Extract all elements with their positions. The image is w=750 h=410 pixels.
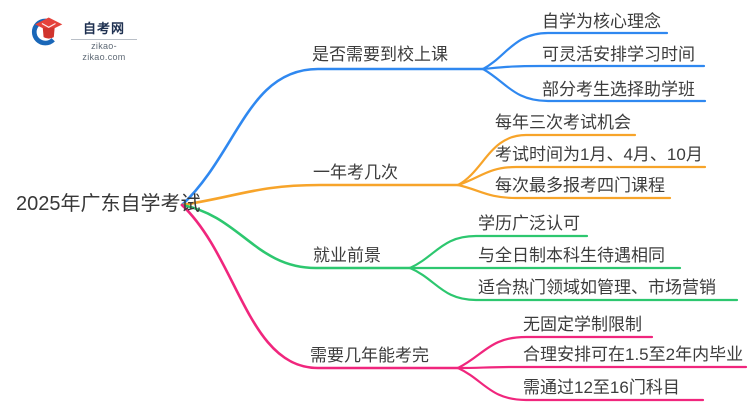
leaf-label: 无固定学制限制 (523, 315, 642, 334)
branch-label: 就业前景 (313, 246, 381, 265)
branch-line (180, 67, 485, 207)
logo-domain-url: zikao-zikao.com (82, 41, 126, 62)
branch-lines-school-attendance (180, 31, 707, 207)
leaf-label: 自学为核心理念 (542, 12, 661, 31)
leaf-line (456, 133, 637, 187)
logo-brand-name: 自考网 (82, 21, 125, 36)
branch-lines-years-to-finish (180, 203, 748, 402)
leaf-line (481, 64, 706, 71)
leaf-line (456, 366, 705, 402)
leaf-label: 学历广泛认可 (478, 214, 580, 233)
leaf-line (456, 365, 748, 370)
leaf-label: 每次最多报考四门课程 (495, 176, 665, 195)
graduation-cap-icon (31, 17, 63, 46)
leaf-label: 需通过12至16门科目 (523, 378, 680, 397)
logo-divider (71, 39, 137, 40)
branch-label: 是否需要到校上课 (312, 45, 448, 64)
branch-lines-exams-per-year (180, 133, 707, 207)
leaf-label: 部分考生选择助学班 (542, 80, 695, 99)
branch-label: 需要几年能考完 (310, 346, 429, 365)
root-topic: 2025年广东自学考试 (16, 193, 201, 215)
site-logo: 自考网 zikao-zikao.com (30, 14, 137, 63)
leaf-line (408, 266, 739, 302)
leaf-label: 适合热门领域如管理、市场营销 (478, 278, 716, 297)
leaf-label: 考试时间为1月、4月、10月 (495, 145, 703, 164)
leaf-label: 合理安排可在1.5至2年内毕业 (523, 345, 744, 364)
branch-line (180, 183, 460, 207)
branch-label: 一年考几次 (313, 163, 398, 182)
leaf-line (456, 335, 654, 370)
leaf-line (481, 31, 669, 71)
leaf-line (481, 67, 707, 103)
leaf-line (456, 165, 707, 187)
branch-line (180, 203, 460, 370)
branch-line (180, 203, 412, 270)
leaf-line (408, 234, 589, 270)
leaf-label: 可灵活安排学习时间 (542, 45, 695, 64)
leaf-label: 与全日制本科生待遇相同 (478, 246, 665, 265)
leaf-label: 每年三次考试机会 (495, 113, 631, 132)
leaf-line (456, 183, 672, 200)
branch-lines-career-prospects (180, 203, 739, 302)
